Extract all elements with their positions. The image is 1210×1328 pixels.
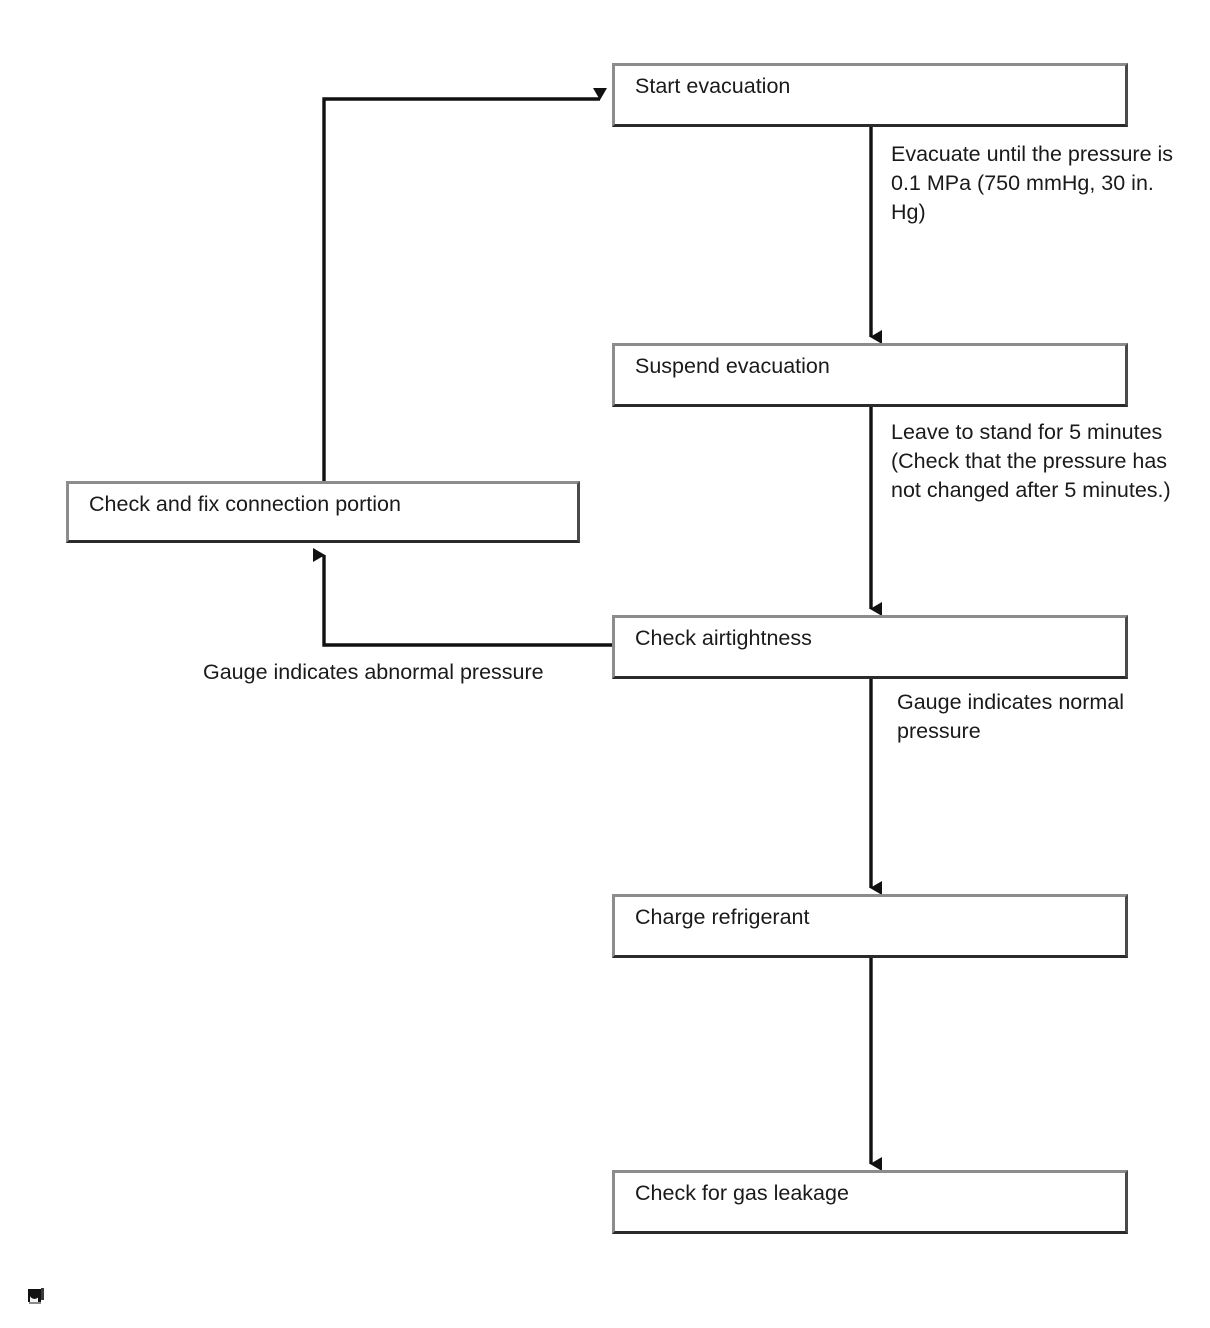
edge-label-line: 0.1 MPa (750 mmHg, 30 in.	[891, 171, 1154, 195]
node-suspend-evacuation[interactable]: Suspend evacuation	[612, 343, 1128, 407]
connector-checkfix-to-start	[322, 88, 607, 481]
edge-label-gauge-normal: Gauge indicates normal pressure	[897, 688, 1187, 746]
edge-label-line: (Check that the pressure has	[891, 449, 1168, 473]
corner-artifact-icon	[28, 1288, 44, 1304]
node-check-airtightness[interactable]: Check airtightness	[612, 615, 1128, 679]
edge-label-line: Leave to stand for 5 minutes	[891, 420, 1163, 444]
node-charge-refrigerant[interactable]: Charge refrigerant	[612, 894, 1128, 958]
edge-label-line: not changed after 5 minutes.)	[891, 478, 1171, 502]
node-label: Start evacuation	[635, 74, 791, 98]
edge-label-line: Gauge indicates normal	[897, 690, 1125, 714]
edge-label-line: Gauge indicates abnormal pressure	[203, 660, 544, 684]
node-start-evacuation[interactable]: Start evacuation	[612, 63, 1128, 127]
edge-label-gauge-abnormal: Gauge indicates abnormal pressure	[203, 658, 623, 687]
node-label: Charge refrigerant	[635, 905, 810, 929]
node-label: Check airtightness	[635, 626, 812, 650]
node-label: Suspend evacuation	[635, 354, 830, 378]
connector-airtightness-to-checkfix	[313, 548, 612, 647]
edge-label-evacuate-until-pressure: Evacuate until the pressure is 0.1 MPa (…	[891, 140, 1201, 227]
edge-label-leave-to-stand: Leave to stand for 5 minutes (Check that…	[891, 418, 1210, 505]
node-check-and-fix-connection-portion[interactable]: Check and fix connection portion	[66, 481, 580, 543]
edge-label-line: Hg)	[891, 200, 926, 224]
node-label: Check and fix connection portion	[89, 492, 401, 516]
node-label: Check for gas leakage	[635, 1181, 849, 1205]
edge-label-line: Evacuate until the pressure is	[891, 142, 1174, 166]
node-check-gas-leakage[interactable]: Check for gas leakage	[612, 1170, 1128, 1234]
edge-label-line: pressure	[897, 719, 981, 743]
